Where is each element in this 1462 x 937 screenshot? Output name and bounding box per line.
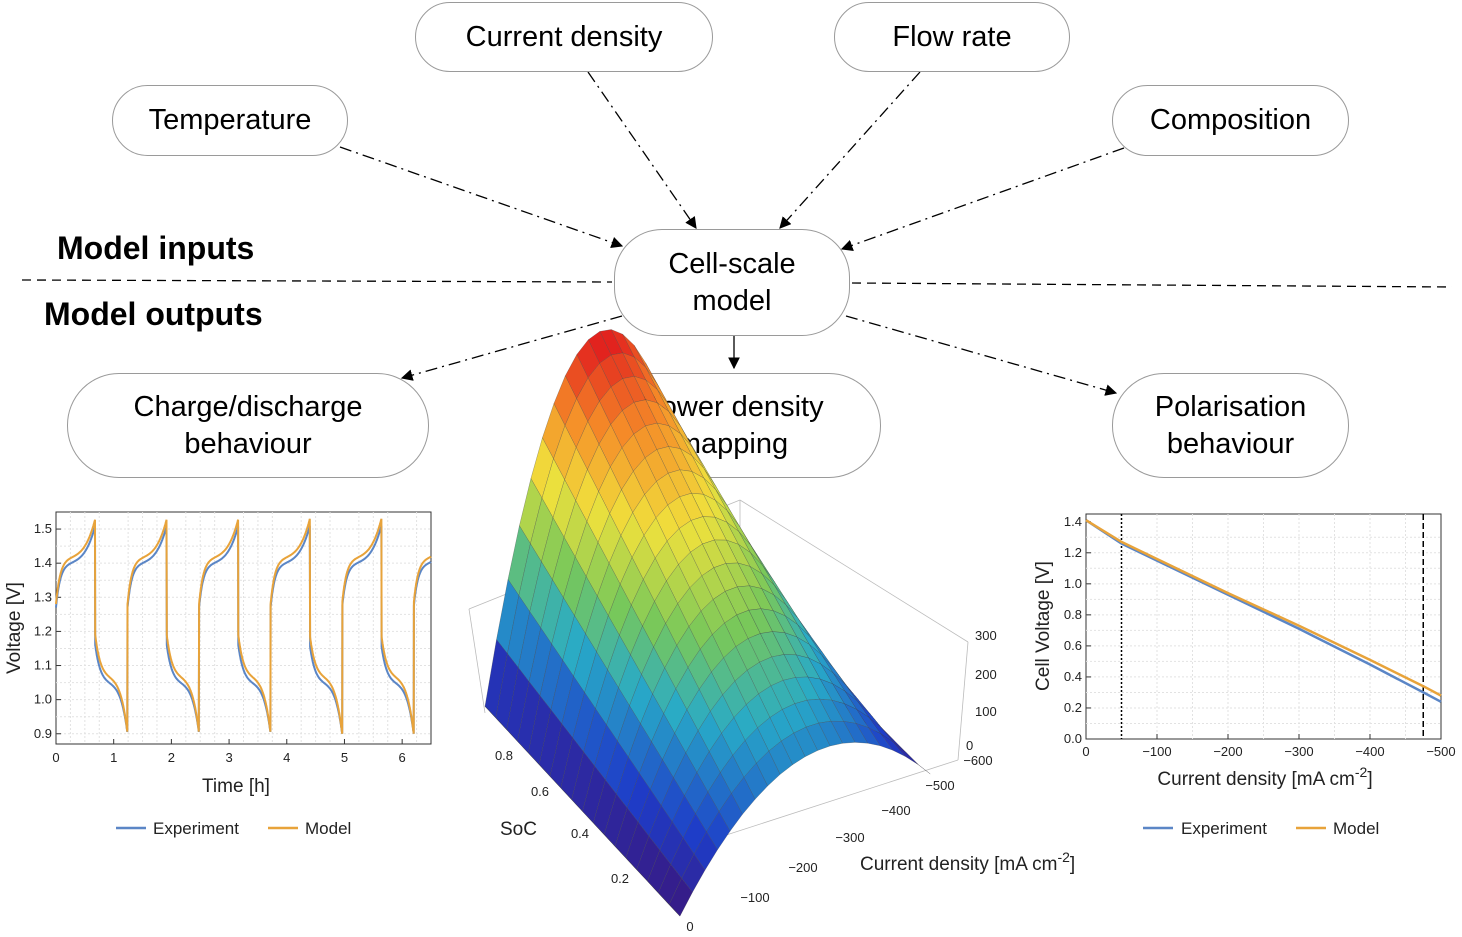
y-tick-label: 1.4 — [34, 555, 52, 570]
arrow-charge-discharge — [400, 315, 623, 381]
right-chart-ylabel: Cell Voltage [V] — [1033, 561, 1054, 691]
surface-current-label: Current density [mA cm-2] — [860, 849, 1075, 875]
output-charge-discharge: Charge/discharge behaviour — [67, 373, 429, 478]
x-tick-label: 4 — [283, 750, 290, 765]
y-tick-label: 0.9 — [34, 726, 52, 741]
cell-scale-model-node: Cell-scale model — [614, 229, 850, 336]
center-line-1: Cell-scale — [668, 247, 796, 280]
current-tick-label: −100 — [740, 890, 769, 905]
y-tick-label: 1.3 — [34, 589, 52, 604]
left-chart-plot: 0 1 2 3 4 5 6 0.9 1.0 1.1 1.2 1.3 1.4 1.5 — [34, 511, 432, 765]
x-tick-label: 0 — [52, 750, 59, 765]
legend-experiment-label: Experiment — [1181, 819, 1267, 838]
right-chart-legend: Experiment Model — [1143, 819, 1379, 838]
soc-tick-label: 0.2 — [611, 871, 629, 886]
right-chart-xlabel: Current density [mA cm-2] — [1157, 764, 1372, 790]
z-tick-label: 0 — [966, 738, 973, 753]
x-tick-label: 3 — [225, 750, 232, 765]
arrow-flow-rate — [779, 71, 921, 229]
soc-tick-label: 0.8 — [495, 748, 513, 763]
input-temperature: Temperature — [112, 85, 348, 156]
center-line-2: model — [692, 284, 772, 317]
series-line-experiment — [55, 525, 432, 734]
surface-ticks: 00.20.40.60.8−100−200−300−400−500−600010… — [495, 628, 997, 934]
output-polarisation-line-2: behaviour — [1166, 427, 1295, 460]
current-tick-label: −200 — [788, 860, 817, 875]
y-tick-label: 1.2 — [1064, 545, 1082, 560]
y-tick-label: 0.4 — [1064, 669, 1082, 684]
y-tick-label: 1.5 — [34, 521, 52, 536]
y-tick-label: 0.0 — [1064, 731, 1082, 746]
legend-experiment-label: Experiment — [153, 819, 239, 838]
series-line-model — [1085, 519, 1442, 697]
model-outputs-label: Model outputs — [44, 296, 263, 332]
input-composition: Composition — [1112, 85, 1349, 156]
z-tick-label: 100 — [975, 704, 997, 719]
separator-line-left — [21, 279, 613, 283]
series-line-model — [55, 518, 432, 734]
current-tick-label: −500 — [925, 778, 954, 793]
output-charge-discharge-line-1: Charge/discharge — [133, 390, 363, 423]
x-tick-label: 2 — [168, 750, 175, 765]
soc-tick-label: 0.4 — [571, 826, 589, 841]
x-tick-label: 1 — [110, 750, 117, 765]
x-tick-label: −100 — [1142, 744, 1171, 759]
input-flow-rate-label: Flow rate — [892, 20, 1012, 53]
y-tick-label: 1.0 — [1064, 576, 1082, 591]
current-tick-label: −600 — [963, 753, 992, 768]
input-flow-rate: Flow rate — [834, 2, 1070, 72]
soc-tick-label: 0.6 — [531, 784, 549, 799]
x-tick-label: 0 — [1082, 744, 1089, 759]
x-tick-label: 5 — [341, 750, 348, 765]
x-tick-label: −300 — [1284, 744, 1313, 759]
x-tick-label: 6 — [399, 750, 406, 765]
input-temperature-label: Temperature — [148, 104, 312, 136]
output-charge-discharge-line-2: behaviour — [184, 427, 312, 460]
input-composition-label: Composition — [1149, 104, 1312, 136]
surface-soc-label: SoC — [500, 819, 537, 840]
arrow-composition — [840, 147, 1125, 251]
soc-tick-label: 0 — [686, 919, 693, 934]
surface-axes: SoC Current density [mA cm-2] — [500, 819, 1075, 875]
y-tick-label: 1.2 — [34, 623, 52, 638]
surface-cell — [668, 877, 693, 917]
left-chart-legend: Experiment Model — [116, 819, 351, 838]
output-polarisation: Polarisation behaviour — [1112, 373, 1349, 478]
surface-mesh — [484, 329, 931, 917]
y-tick-label: 1.0 — [34, 692, 52, 707]
current-tick-label: −300 — [835, 830, 864, 845]
separator-line-right — [851, 282, 1453, 288]
arrow-temperature — [339, 146, 624, 249]
arrow-current-density — [587, 71, 697, 229]
input-current-density: Current density — [415, 2, 713, 72]
output-polarisation-line-1: Polarisation — [1154, 390, 1307, 423]
series-line-experiment — [1085, 519, 1442, 703]
left-chart-xlabel: Time [h] — [202, 776, 270, 797]
legend-model-label: Model — [1333, 819, 1379, 838]
legend-model-label: Model — [305, 819, 351, 838]
y-tick-label: 1.4 — [1064, 514, 1082, 529]
x-tick-label: −400 — [1355, 744, 1384, 759]
x-tick-label: −500 — [1426, 744, 1455, 759]
y-tick-label: 1.1 — [34, 658, 52, 673]
y-tick-label: 0.6 — [1064, 638, 1082, 653]
input-current-density-label: Current density — [465, 20, 663, 53]
x-tick-label: −200 — [1213, 744, 1242, 759]
z-tick-label: 300 — [975, 628, 997, 643]
y-tick-label: 0.2 — [1064, 700, 1082, 715]
z-tick-label: 200 — [975, 667, 997, 682]
model-inputs-label: Model inputs — [57, 230, 255, 266]
y-tick-label: 0.8 — [1064, 607, 1082, 622]
left-chart-ylabel: Voltage [V] — [4, 582, 25, 674]
right-chart-plot: 0 −100 −200 −300 −400 −500 0.0 0.2 0.4 0.6 0.8 1.0 1… — [1064, 513, 1456, 759]
arrow-polarisation — [845, 315, 1118, 396]
current-tick-label: −400 — [881, 803, 910, 818]
